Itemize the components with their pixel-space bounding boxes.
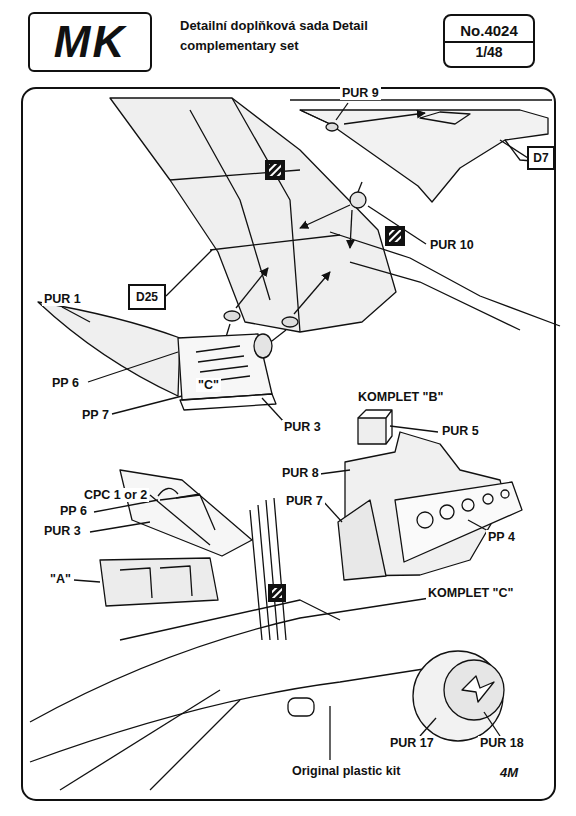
wheel-part [413, 651, 504, 741]
note-text: Original plastic kit [290, 764, 402, 778]
part-ref: D25 [136, 289, 158, 306]
pur7-part [338, 500, 386, 580]
callout-label: "A" [48, 572, 73, 586]
part-ref: D7 [533, 150, 548, 167]
callout-label: KOMPLET "C" [426, 586, 515, 600]
canopy-part [120, 470, 252, 556]
paint-icon [265, 160, 405, 602]
callout-label: PUR 7 [284, 494, 325, 508]
seat-part [38, 302, 276, 410]
callout-label: PP 7 [80, 408, 111, 422]
kit-number: No.4024 [445, 20, 533, 43]
sheet-title: Detailní doplňková sada Detail complemen… [180, 16, 430, 56]
callout-label: PUR 17 [388, 736, 436, 750]
pur9-part [326, 123, 338, 131]
callout-label: PUR 3 [42, 524, 83, 538]
callout-label: PUR 10 [428, 238, 476, 252]
cockpit-tub [100, 558, 218, 606]
logo-text: MK [54, 20, 126, 64]
pur10-part [350, 192, 366, 208]
pp4-part [395, 482, 522, 562]
callout-label: PUR 9 [340, 86, 381, 100]
scale: 1/48 [445, 43, 533, 63]
callout-label: CPC 1 or 2 [82, 488, 149, 502]
c-ring [282, 317, 298, 327]
callout-label: PUR 18 [478, 736, 526, 750]
callout-label: PUR 5 [440, 424, 481, 438]
fuselage-panel [110, 98, 560, 332]
number-box: No.40241/48 [443, 14, 535, 68]
part-ref-box: D25 [128, 284, 166, 310]
callout-label: "C" [196, 378, 221, 392]
callout-label: PP 6 [58, 504, 89, 518]
callout-label: KOMPLET "B" [356, 390, 445, 404]
callout-label: PUR 8 [280, 466, 321, 480]
callout-label: PP 6 [50, 376, 81, 390]
part-ref-box: D7 [527, 146, 555, 170]
maker-logo: 4M [498, 766, 520, 781]
fuselage-kit [30, 498, 430, 790]
callout-label: PUR 1 [42, 292, 83, 306]
callout-label: PP 4 [486, 530, 517, 544]
pur5-part [358, 418, 386, 444]
logo-box: MK [28, 12, 152, 72]
c-ring [224, 311, 240, 321]
callout-label: PUR 3 [282, 420, 323, 434]
sheet-frame [22, 88, 555, 800]
